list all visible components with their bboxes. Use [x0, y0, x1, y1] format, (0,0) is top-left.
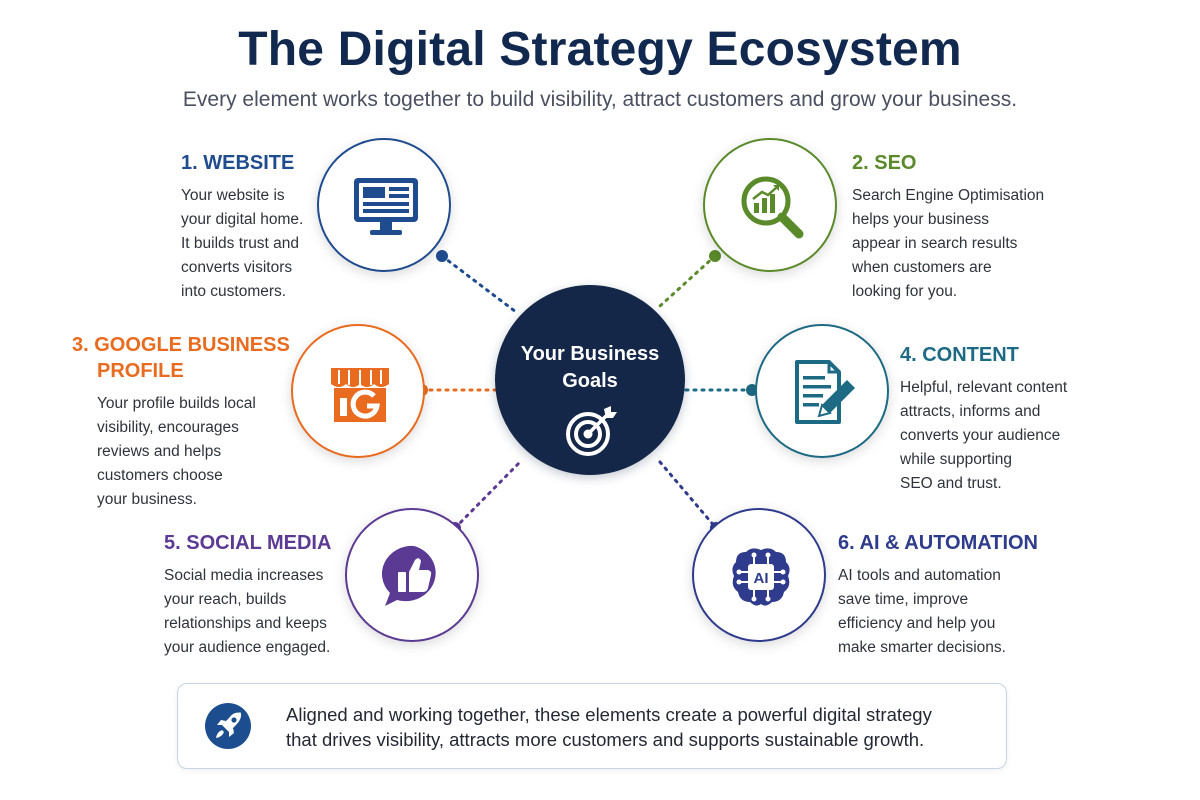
- website-heading: 1. WEBSITE: [181, 152, 295, 174]
- content-desc-line: while supporting: [900, 451, 1013, 468]
- magnifier-chart-icon: [741, 176, 804, 239]
- content-description: Helpful, relevant content attracts, info…: [900, 376, 1130, 496]
- gbp-desc-line: reviews and helps: [97, 443, 222, 460]
- page-subtitle: Every element works together to build vi…: [182, 88, 1018, 111]
- seo-desc-line: looking for you.: [852, 283, 958, 300]
- google-business-profile-description: Your profile builds local visibility, en…: [72, 392, 302, 512]
- google-business-profile-node: [291, 324, 425, 458]
- target-icon: [566, 406, 617, 456]
- ai-desc-line: make smarter decisions.: [838, 639, 1006, 656]
- connector-ai: [658, 460, 718, 530]
- google-business-profile-heading: 3. GOOGLE BUSINESS PROFILE: [72, 332, 302, 384]
- website-desc-line: It builds trust and: [181, 235, 300, 252]
- gbp-desc-line: visibility, encourages: [97, 419, 239, 436]
- website-description: Your website is your digital home. It bu…: [181, 184, 321, 304]
- ai-desc-line: AI tools and automation: [838, 567, 1001, 584]
- social-desc-line: Social media increases: [164, 567, 324, 584]
- summary-text: Aligned and working together, these elem…: [286, 702, 986, 752]
- social-media-node: [345, 508, 479, 642]
- seo-desc-line: when customers are: [852, 259, 992, 276]
- website-desc-line: converts visitors: [181, 259, 293, 276]
- connector-dot-seo: [709, 250, 721, 262]
- content-heading: 4. CONTENT: [900, 344, 1019, 366]
- gbp-desc-line: Your profile builds local: [97, 395, 256, 412]
- summary-callout: Aligned and working together, these elem…: [177, 683, 1007, 769]
- seo-desc-line: helps your business: [852, 211, 989, 228]
- document-pen-icon: [795, 360, 855, 424]
- gbp-heading-line: 3. GOOGLE BUSINESS: [72, 334, 290, 356]
- social-media-heading: 5. SOCIAL MEDIA: [164, 532, 332, 554]
- connector-seo: [658, 254, 717, 308]
- ai-automation-block: 6. AI & AUTOMATION AI tools and automati…: [838, 530, 1078, 660]
- seo-block: 2. SEO Search Engine Optimisation helps …: [852, 150, 1082, 304]
- summary-line-2: that drives visibility, attracts more cu…: [286, 729, 925, 750]
- website-desc-line: your digital home.: [181, 211, 304, 228]
- social-desc-line: your reach, builds: [164, 591, 287, 608]
- monitor-icon: [354, 178, 418, 235]
- page-title: The Digital Strategy Ecosystem: [238, 23, 962, 76]
- social-media-description: Social media increases your reach, build…: [164, 564, 364, 660]
- content-node: [755, 324, 889, 458]
- social-desc-line: your audience engaged.: [164, 639, 331, 656]
- connector-dot-website: [436, 250, 448, 262]
- ai-chip-label: AI: [754, 570, 769, 587]
- ai-automation-heading: 6. AI & AUTOMATION: [838, 532, 1038, 554]
- content-desc-line: attracts, informs and: [900, 403, 1041, 420]
- content-desc-line: converts your audience: [900, 427, 1061, 444]
- seo-heading: 2. SEO: [852, 152, 917, 174]
- seo-description: Search Engine Optimisation helps your bu…: [852, 184, 1082, 304]
- ai-brain-icon: AI: [732, 548, 790, 606]
- website-desc-line: Your website is: [181, 187, 285, 204]
- seo-desc-line: Search Engine Optimisation: [852, 187, 1045, 204]
- ai-desc-line: efficiency and help you: [838, 615, 996, 632]
- ai-automation-node: AI: [692, 508, 826, 642]
- ai-desc-line: save time, improve: [838, 591, 969, 608]
- hub-label: Your Business Goals: [520, 343, 660, 392]
- content-desc-line: Helpful, relevant content: [900, 379, 1068, 396]
- google-business-profile-block: 3. GOOGLE BUSINESS PROFILE Your profile …: [72, 332, 302, 512]
- social-desc-line: relationships and keeps: [164, 615, 327, 632]
- gbp-desc-line: customers choose: [97, 467, 223, 484]
- gbp-desc-line: your business.: [97, 491, 197, 508]
- ai-automation-description: AI tools and automation save time, impro…: [838, 564, 1078, 660]
- rocket-icon: [205, 703, 251, 749]
- seo-desc-line: appear in search results: [852, 235, 1018, 252]
- content-block: 4. CONTENT Helpful, relevant content att…: [900, 342, 1130, 496]
- summary-line-1: Aligned and working together, these elem…: [286, 704, 932, 725]
- website-block: 1. WEBSITE Your website is your digital …: [181, 150, 321, 304]
- connector-social: [453, 460, 522, 530]
- gbp-heading-line: PROFILE: [97, 360, 184, 382]
- thumbs-up-icon: [381, 545, 436, 606]
- social-media-block: 5. SOCIAL MEDIA Social media increases y…: [164, 530, 364, 660]
- website-desc-line: into customers.: [181, 283, 287, 300]
- storefront-icon: [331, 368, 389, 422]
- website-node: [317, 138, 451, 272]
- content-desc-line: SEO and trust.: [900, 475, 1002, 492]
- connector-website: [440, 254, 518, 314]
- hub-business-goals: Your Business Goals: [495, 285, 685, 475]
- seo-node: [703, 138, 837, 272]
